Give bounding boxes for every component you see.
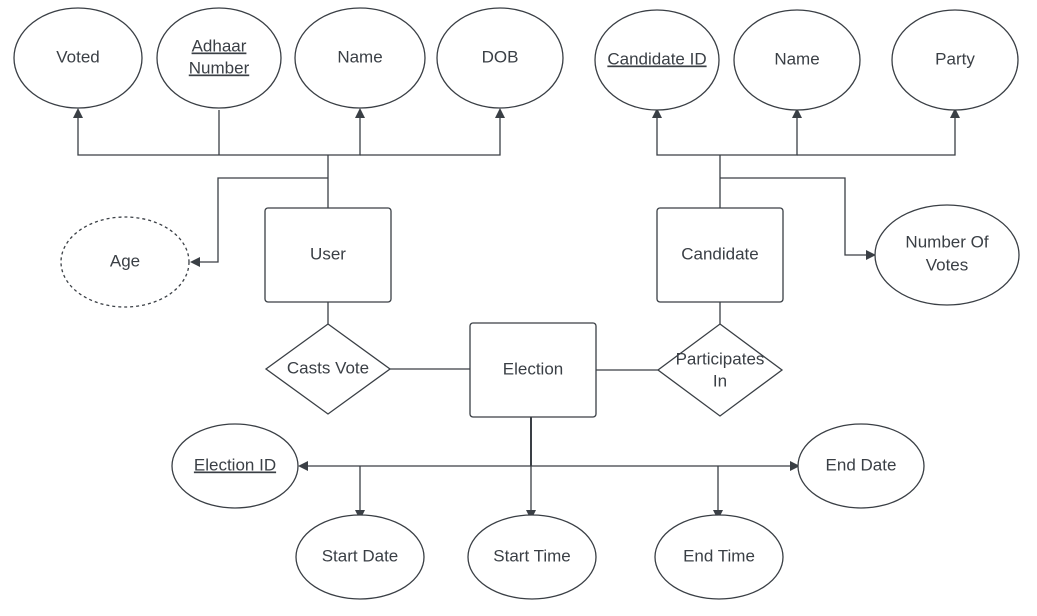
attribute-end-time: End Time (654, 514, 784, 600)
attribute-start-time: Start Time (467, 514, 597, 600)
connectors (73, 108, 960, 520)
entity-user: User (264, 207, 392, 303)
entity-candidate: Candidate (656, 207, 784, 303)
entity-election: Election (469, 322, 597, 418)
edge-user-dob (360, 108, 505, 156)
attribute-start-date-label: Start Date (322, 546, 399, 565)
entity-election-label: Election (503, 359, 563, 378)
attribute-age: Age (60, 216, 190, 308)
attribute-age-label: Age (110, 251, 140, 270)
attribute-election-id-label: Election ID (194, 455, 276, 474)
attribute-number-of-votes: Number Of Votes (874, 204, 1020, 306)
attribute-number-of-votes-line2: Votes (926, 255, 969, 274)
attribute-end-date: End Date (797, 423, 925, 509)
attribute-start-time-label: Start Time (493, 546, 570, 565)
attribute-end-time-label: End Time (683, 546, 755, 565)
attribute-candidate-name-label: Name (774, 49, 819, 68)
attribute-user-name: Name (294, 7, 426, 109)
relationship-participates-line2: In (713, 371, 727, 390)
attribute-adhaar-label-line2: Number (189, 58, 250, 77)
edge-user-age (190, 177, 328, 267)
attribute-dob: DOB (436, 7, 564, 109)
attribute-end-date-label: End Date (826, 455, 897, 474)
entity-candidate-label: Candidate (681, 244, 759, 263)
attribute-party-label: Party (935, 49, 975, 68)
edge-candidate-votes (720, 177, 876, 260)
edge-candidate-id (652, 108, 720, 156)
relationship-participates-in: Participates In (656, 323, 784, 417)
relationship-casts-vote-label: Casts Vote (287, 358, 369, 377)
attribute-user-name-label: Name (337, 47, 382, 66)
attribute-start-date: Start Date (295, 514, 425, 600)
edge-candidate-party (797, 108, 960, 156)
relationship-participates-line1: Participates (676, 349, 765, 368)
attribute-candidate-id-label: Candidate ID (607, 49, 706, 68)
attribute-voted-label: Voted (56, 47, 100, 66)
attribute-voted: Voted (13, 7, 143, 109)
attribute-adhaar-number: Adhaar Number (156, 7, 282, 109)
attribute-candidate-id: Candidate ID (594, 9, 720, 111)
edge-user-name (328, 108, 365, 156)
attribute-party: Party (891, 9, 1019, 111)
attribute-adhaar-label-line1: Adhaar (192, 36, 247, 55)
relationship-casts-vote: Casts Vote (264, 323, 392, 415)
entity-user-label: User (310, 244, 346, 263)
edge-user-voted (73, 108, 328, 156)
attribute-candidate-name: Name (733, 9, 861, 111)
attribute-dob-label: DOB (482, 47, 519, 66)
edge-candidate-name (720, 108, 802, 156)
attribute-number-of-votes-line1: Number Of (905, 232, 988, 251)
attribute-election-id: Election ID (171, 423, 299, 509)
